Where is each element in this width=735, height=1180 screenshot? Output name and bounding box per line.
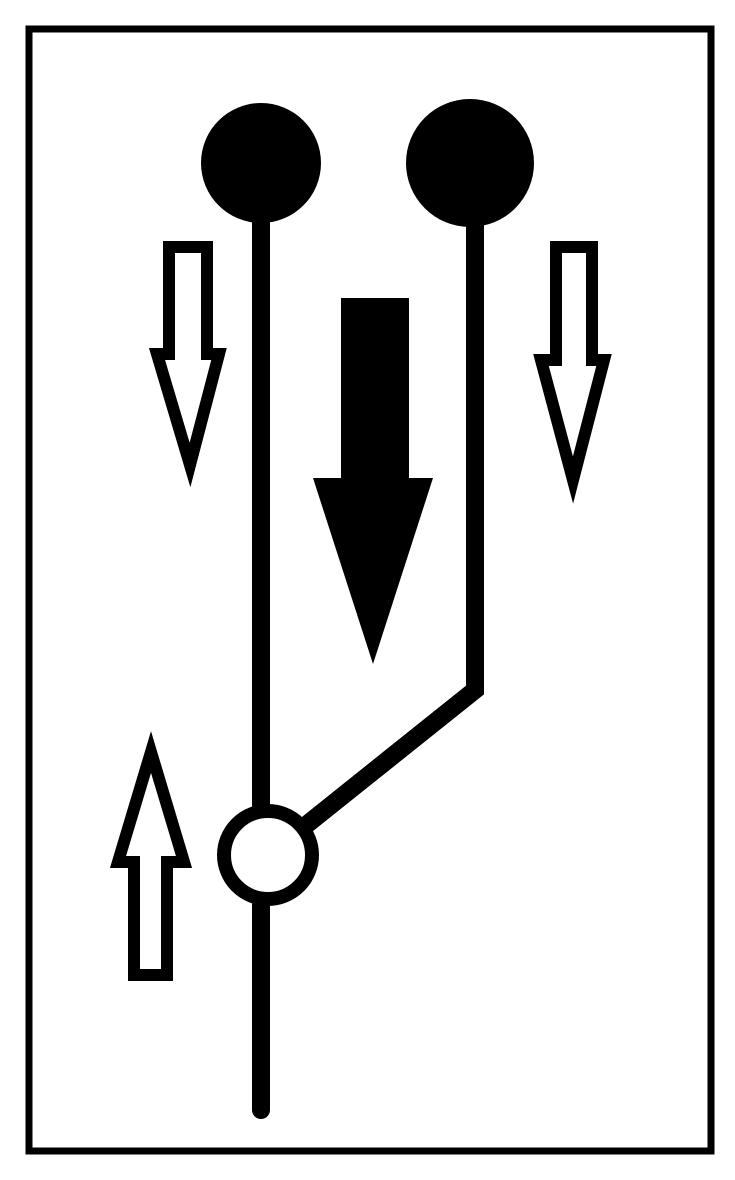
diagram-frame	[25, 25, 715, 1155]
right-vertical-line	[294, 195, 484, 838]
right-small-down-arrow-icon	[533, 241, 612, 504]
left-small-down-arrow-icon	[148, 241, 227, 488]
large-down-arrow-icon	[313, 298, 433, 664]
small-up-arrow-icon	[109, 731, 193, 981]
left-pole-circle-icon	[201, 103, 321, 223]
right-pole-circle-icon	[406, 99, 534, 227]
junction-ring	[217, 804, 319, 906]
